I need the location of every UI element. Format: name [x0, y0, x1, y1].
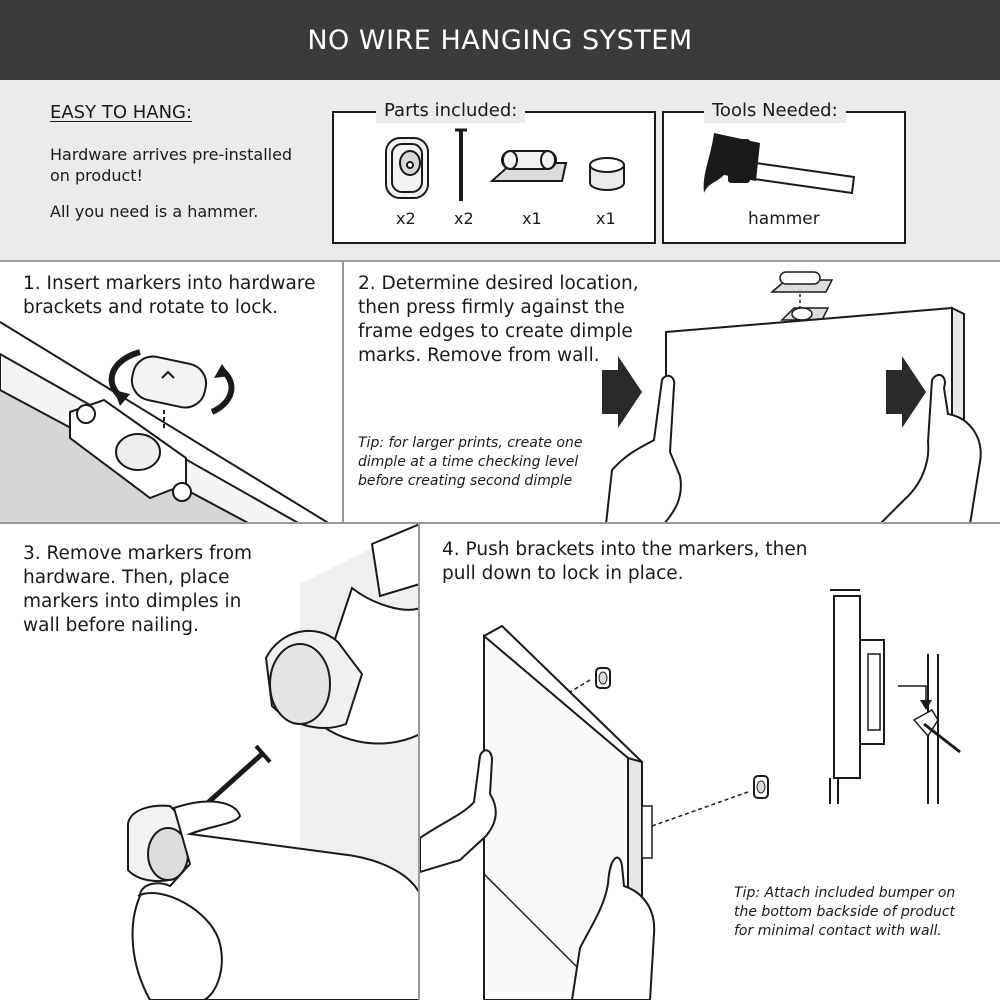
step-1-panel: 1. Insert markers into hardware brackets…	[0, 262, 344, 524]
easy-to-hang-text-1: Hardware arrives pre-installed on produc…	[50, 145, 293, 185]
tools-needed-title: Tools Needed:	[704, 99, 846, 123]
step-2-tip: Tip: for larger prints, create one dimpl…	[358, 435, 583, 489]
step-4-panel: 4. Push brackets into the markers, then …	[420, 524, 1000, 1000]
easy-to-hang-title: EASY TO HANG:	[50, 102, 193, 123]
parts-included-title: Parts included:	[376, 99, 526, 123]
bracket-qty: x2	[396, 209, 416, 228]
step-4-text: 4. Push brackets into the markers, then …	[442, 539, 808, 584]
step-1-text: 1. Insert markers into hardware brackets…	[23, 273, 316, 318]
nail-icon	[455, 128, 467, 201]
parts-illustrations	[385, 128, 625, 201]
step-3-panel: 3. Remove markers from hardware. Then, p…	[0, 524, 420, 1000]
parts-included-box: Parts included:	[332, 99, 656, 244]
tool-illustrations	[703, 133, 856, 195]
step-3-text: 3. Remove markers from hardware. Then, p…	[23, 543, 253, 636]
nail-qty: x2	[454, 209, 474, 228]
marker-qty: x1	[522, 209, 542, 228]
page-title: NO WIRE HANGING SYSTEM	[307, 24, 693, 56]
bumper-qty: x1	[596, 209, 616, 228]
step-2-text: 2. Determine desired location, then pres…	[358, 273, 639, 366]
step-1-illustration	[0, 321, 329, 522]
step-3-illustration	[127, 524, 418, 1000]
header-banner: NO WIRE HANGING SYSTEM	[0, 0, 1000, 80]
tools-needed-box: Tools Needed: hammer	[662, 99, 906, 244]
intro-strip: EASY TO HANG: Hardware arrives pre-insta…	[0, 80, 1000, 262]
step-4-tip: Tip: Attach included bumper on the botto…	[734, 885, 956, 939]
step-2-illustration	[602, 271, 982, 522]
hammer-icon	[703, 133, 856, 195]
hammer-label: hammer	[748, 209, 820, 229]
step-4-illustration	[420, 589, 961, 1000]
step-2-panel: 2. Determine desired location, then pres…	[344, 262, 1000, 524]
bumper-icon	[589, 157, 625, 191]
bracket-icon	[385, 137, 429, 199]
marker-icon	[489, 150, 568, 182]
easy-to-hang-text-2: All you need is a hammer.	[50, 202, 259, 221]
